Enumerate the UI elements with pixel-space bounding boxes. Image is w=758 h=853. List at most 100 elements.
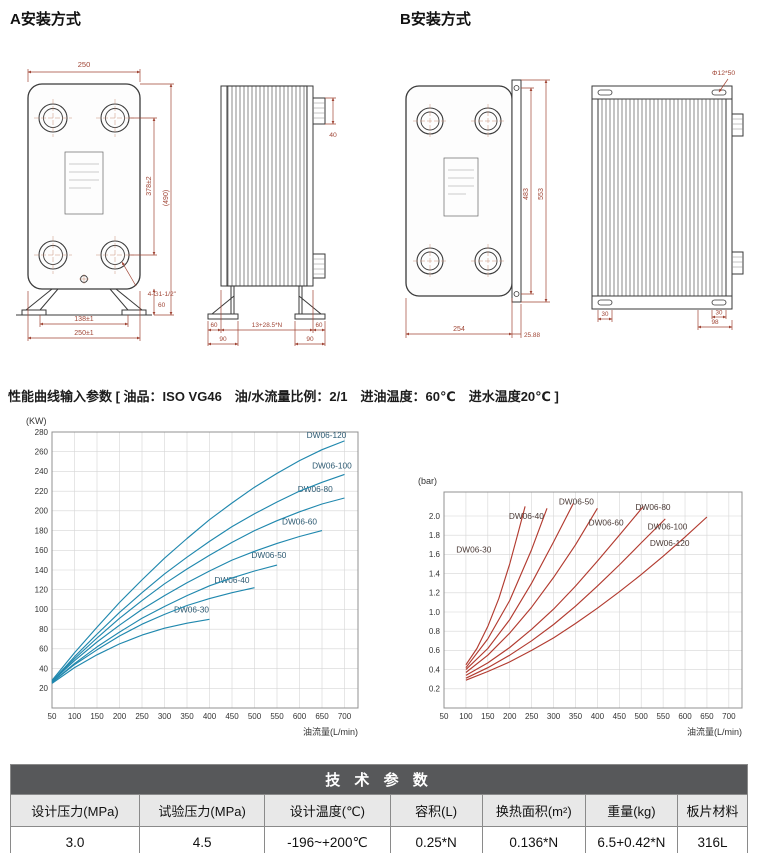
x-tick-label: 400	[203, 712, 217, 721]
y-tick-label: 40	[39, 664, 48, 673]
dim-base-width-250: 250±1	[27, 291, 141, 341]
performance-params-line: 性能曲线输入参数 [ 油品：ISO VG46 油/水流量比例：2/1 进油温度：…	[8, 389, 559, 404]
dim-overall-490: (490)	[140, 83, 174, 316]
dim-chain-bottom: 60 13+28.5*N 60 90 90	[207, 290, 326, 346]
y-tick-label: 220	[35, 487, 49, 496]
series-label-DW06-80: DW06-80	[298, 484, 333, 494]
dim-slot-left-30: 30	[597, 310, 613, 322]
x-tick-label: 200	[503, 712, 517, 721]
x-tick-label: 450	[225, 712, 239, 721]
y-tick-label: 180	[35, 526, 49, 535]
y-tick-label: 2.0	[429, 512, 441, 521]
x-axis-label: 油流量(L/min)	[303, 726, 358, 737]
col-header-test-pressure: 试验压力(MPa)	[138, 794, 266, 827]
plate-front-outline	[405, 85, 513, 297]
y-tick-label: 160	[35, 546, 49, 555]
y-tick-label: 0.2	[429, 685, 441, 694]
col-header-heat-area: 换热面积(m²)	[481, 794, 586, 827]
x-tick-label: 350	[180, 712, 194, 721]
table-header-row: 设计压力(MPa) 试验压力(MPa) 设计温度(℃) 容积(L) 换热面积(m…	[10, 794, 749, 827]
cell-plate-material: 316L	[676, 826, 749, 853]
x-tick-label: 100	[459, 712, 473, 721]
y-tick-label: 200	[35, 507, 49, 516]
x-tick-label: 650	[315, 712, 329, 721]
series-label-DW06-40: DW06-40	[214, 575, 249, 585]
x-tick-label: 250	[135, 712, 149, 721]
col-header-design-pressure: 设计压力(MPa)	[10, 794, 140, 827]
y-tick-label: 140	[35, 566, 49, 575]
y-tick-label: 1.6	[429, 550, 441, 559]
series-label-DW06-120: DW06-120	[650, 538, 690, 548]
y-tick-label: 1.4	[429, 569, 441, 578]
x-tick-label: 150	[90, 712, 104, 721]
col-header-volume: 容积(L)	[389, 794, 483, 827]
series-DW06-120	[465, 516, 708, 681]
y-tick-label: 60	[39, 645, 48, 654]
dim-label-left: 60	[211, 322, 218, 329]
y-tick-label: 0.4	[429, 665, 441, 674]
y-tick-label: 280	[35, 428, 49, 437]
dim-port-40: 40	[325, 97, 337, 139]
y-tick-label: 1.8	[429, 531, 441, 540]
y-tick-label: 1.2	[429, 589, 441, 598]
connection-stub-top	[312, 97, 326, 125]
cell-heat-area: 0.136*N	[481, 826, 586, 853]
connection-stub-top	[731, 113, 744, 137]
y-tick-label: 0.8	[429, 627, 441, 636]
x-tick-label: 350	[569, 712, 583, 721]
y-unit-label: (bar)	[418, 476, 437, 486]
dim-port-spacing-483: 483	[521, 87, 534, 295]
series-label-DW06-30: DW06-30	[174, 604, 209, 614]
dim-label-port: 40	[329, 132, 337, 139]
series-DW06-100	[465, 518, 666, 679]
dim-slot-right-30: 30	[711, 310, 727, 319]
col-header-plate-material: 板片材料	[676, 794, 749, 827]
dim-label-foot-left: 90	[219, 336, 227, 343]
drawing-b-side-view: Φ12*50 30 30 98	[591, 70, 744, 330]
table-title: 技 术 参 数	[10, 764, 748, 795]
series-label-DW06-50: DW06-50	[559, 496, 594, 506]
dim-port-thread: 4-G1-1/2"	[121, 261, 177, 298]
series-DW06-120	[51, 440, 345, 681]
y-tick-label: 260	[35, 448, 49, 457]
dim-label-port-thread: 4-G1-1/2"	[148, 291, 177, 298]
dim-label-overall: 553	[538, 188, 545, 200]
cell-design-pressure: 3.0	[10, 826, 140, 853]
dim-end-98: 98	[697, 310, 733, 330]
series-label-DW06-60: DW06-60	[282, 517, 317, 527]
plate-front-outline	[27, 83, 141, 290]
tech-params-table: 技 术 参 数 设计压力(MPa) 试验压力(MPa) 设计温度(℃) 容积(L…	[10, 764, 749, 853]
series-label-DW06-100: DW06-100	[312, 460, 352, 470]
series-DW06-30	[465, 506, 526, 666]
nameplate	[443, 157, 479, 217]
series-DW06-50	[465, 503, 574, 671]
y-unit-label: (KW)	[26, 416, 47, 426]
x-tick-label: 700	[338, 712, 352, 721]
x-tick-label: 450	[613, 712, 627, 721]
series-label-DW06-120: DW06-120	[307, 430, 347, 440]
x-tick-label: 250	[525, 712, 539, 721]
drawing-a-side-view: 40 60 13+28.5*N 60 90 90	[207, 85, 337, 346]
dim-port-spacing-378: 378±2	[129, 117, 157, 256]
series-label-DW06-60: DW06-60	[589, 518, 624, 528]
connection-stub-bottom	[312, 253, 326, 279]
port-centerlines	[34, 99, 134, 274]
x-tick-label: 550	[656, 712, 670, 721]
cell-test-pressure: 4.5	[138, 826, 266, 853]
x-axis-label: 油流量(L/min)	[687, 726, 742, 737]
dim-width-250: 250	[27, 60, 141, 82]
cell-design-temp: -196~+200℃	[264, 826, 391, 853]
dim-label-overall: (490)	[163, 190, 170, 206]
series-label-DW06-80: DW06-80	[636, 502, 671, 512]
plot-frame	[51, 431, 359, 709]
dim-label-slot-right: 30	[716, 310, 723, 317]
dim-label-stack: 13+28.5*N	[252, 322, 283, 329]
dim-label-end: 98	[711, 319, 719, 326]
dim-label-feet-span: 138±1	[74, 316, 94, 323]
dim-label-offset: 25.88	[524, 332, 540, 339]
series-label-DW06-100: DW06-100	[648, 521, 688, 531]
y-tick-label: 1.0	[429, 608, 441, 617]
y-tick-label: 0.6	[429, 646, 441, 655]
